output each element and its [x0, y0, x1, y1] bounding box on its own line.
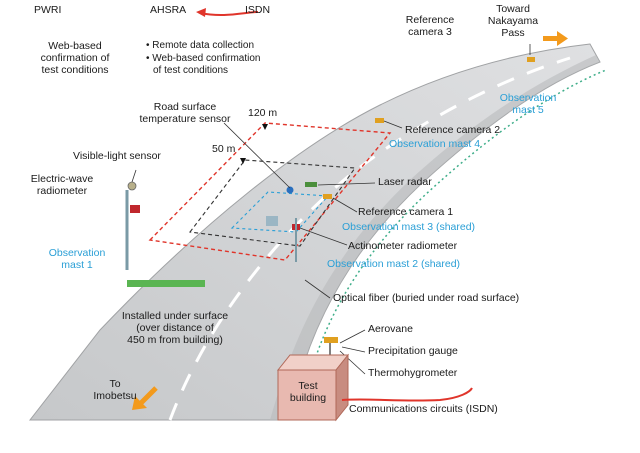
pwri-description: Web-based confirmation of test condition… [25, 40, 125, 76]
observation-mast-2-label: Observation mast 2 (shared) [327, 258, 461, 270]
radiometer-line-2: radiometer [36, 185, 88, 197]
installed-under-surface-label: Installed under surface (over distance o… [110, 310, 240, 346]
arrow-to-imobetsu-icon [132, 386, 158, 410]
installed-line-3: 450 m from building) [127, 334, 223, 346]
distance-120m-label: 120 m [248, 107, 278, 119]
to-line-2: Imobetsu [93, 390, 137, 402]
mast-5-line-1: Observation [499, 92, 557, 104]
pwri-desc-line-1: Web-based [48, 40, 102, 52]
lane-marking [168, 56, 571, 421]
ahsra-item-1-text: Remote data collection [152, 40, 255, 51]
isdn-arrowhead-top [196, 8, 206, 17]
observation-mast-1-label: Observation mast 1 [32, 247, 122, 271]
test-building-line-2: building [289, 392, 327, 404]
observation-mast-4-label: Observation mast 4 [389, 138, 481, 150]
road-surface [28, 43, 601, 421]
toward-line-2: Nakayama [487, 15, 539, 27]
reference-camera-3-icon [527, 57, 535, 62]
optical-fiber-line [299, 69, 607, 421]
ref-cam-3-line-1: Reference [405, 14, 455, 26]
leader-lines [131, 44, 531, 375]
actinometer-label: Actinometer radiometer [348, 240, 458, 252]
isdn-link-top [199, 11, 259, 16]
ahsra-item-2: • Web-based confirmation [146, 53, 261, 64]
test-building-label: Test building [280, 380, 336, 404]
laser-radar-label: Laser radar [378, 176, 432, 188]
ahsra-item-1: • Remote data collection [146, 40, 255, 51]
observation-mast-3-icon [266, 216, 278, 226]
reference-camera-2-label: Reference camera 2 [405, 124, 501, 136]
installed-line-1: Installed under surface [121, 310, 229, 322]
zone-120m [148, 122, 392, 261]
road-surface-sensor-label: Road surface temperature sensor [130, 101, 240, 125]
radiometer-line-1: Electric-wave [30, 173, 94, 185]
visible-light-sensor-icon [127, 181, 137, 191]
road-sensor-line-2: temperature sensor [139, 113, 231, 125]
aerovane-label: Aerovane [368, 323, 413, 335]
test-building-line-1: Test [298, 380, 318, 392]
ahsra-label: AHSRA [150, 4, 187, 16]
mast-1-line-2: mast 1 [61, 259, 93, 271]
electric-wave-radiometer-label: Electric-wave radiometer [22, 173, 102, 197]
installed-line-2: (over distance of [136, 322, 214, 334]
mast-5-line-2: mast 5 [512, 104, 544, 116]
visible-light-sensor-label: Visible-light sensor [73, 150, 161, 162]
aerovane-icon [324, 337, 338, 343]
observation-mast-3-label: Observation mast 3 (shared) [342, 221, 476, 233]
installed-strip [127, 280, 205, 287]
distance-50m-label: 50 m [212, 143, 236, 155]
zone-inner [230, 191, 330, 233]
reference-camera-1-label: Reference camera 1 [358, 206, 454, 218]
precipitation-gauge-label: Precipitation gauge [368, 345, 458, 357]
thermohygrometer-label: Thermohygrometer [368, 367, 458, 379]
isdn-link-bottom [341, 387, 473, 402]
to-imobetsu-label: To Imobetsu [85, 378, 145, 402]
toward-line-1: Toward [496, 3, 530, 15]
to-line-1: To [109, 378, 121, 390]
toward-nakayama-label: Toward Nakayama Pass [478, 3, 548, 39]
pwri-desc-line-3: test conditions [41, 64, 109, 76]
communications-circuits-label: Communications circuits (ISDN) [349, 403, 498, 415]
laser-radar-icon [305, 182, 317, 187]
toward-line-3: Pass [501, 27, 525, 39]
arrow-to-nakayama-icon [543, 31, 568, 46]
test-building-front [277, 369, 337, 421]
road-sensor-line-1: Road surface [153, 101, 217, 113]
ref-cam-3-line-2: camera 3 [408, 26, 452, 38]
ahsra-item-2-text: Web-based confirmation [152, 53, 261, 64]
ahsra-item-2-cont: of test conditions [153, 65, 229, 76]
observation-mast-5-label: Observation mast 5 [488, 92, 568, 116]
road-surface-sensor-icon [286, 186, 294, 194]
optical-fiber-label: Optical fiber (buried under road surface… [333, 292, 520, 304]
reference-camera-2-icon [375, 118, 384, 123]
marker-120m [262, 124, 268, 130]
pwri-label: PWRI [34, 4, 62, 16]
isdn-label: ISDN [245, 4, 271, 16]
reference-camera-3-label: Reference camera 3 [395, 14, 465, 38]
marker-50m [240, 158, 246, 164]
electric-wave-radiometer-icon [130, 205, 140, 213]
mast-1-line-1: Observation [48, 247, 106, 259]
pwri-desc-line-2: confirmation of [40, 52, 110, 64]
reference-camera-1-icon [323, 194, 332, 199]
